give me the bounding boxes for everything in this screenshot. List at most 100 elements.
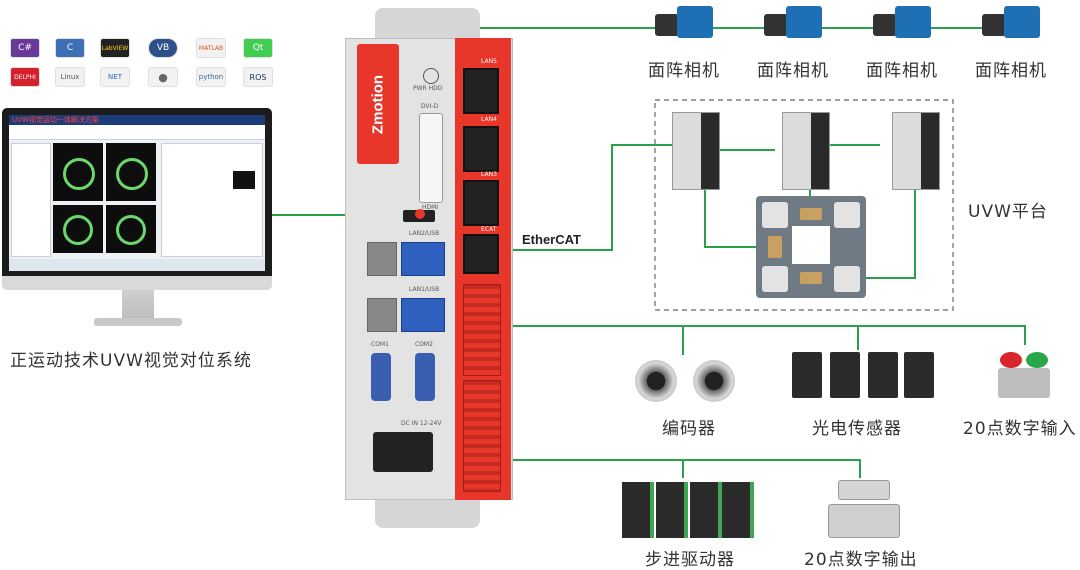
photo-sensor-1 <box>792 352 822 398</box>
com2-label: COM2 <box>415 341 433 348</box>
uvw-platform <box>756 196 866 298</box>
controller-brand-strip <box>357 44 399 164</box>
csharp-icon: C# <box>10 38 40 58</box>
stepper-drive-3 <box>690 482 722 538</box>
dotnet-icon: NET <box>100 67 130 87</box>
delphi-icon: DELPHI <box>10 67 40 87</box>
vision-view-1 <box>53 143 103 201</box>
lan3-port <box>463 180 499 226</box>
servo-drive-1 <box>672 112 720 190</box>
vision-view-4 <box>106 205 156 253</box>
wire-drive1-platform <box>704 190 775 248</box>
solenoid-valve <box>828 504 900 538</box>
vision-view-2 <box>106 143 156 201</box>
lan2-usb-label: LAN2/USB <box>409 230 440 237</box>
camera-label-3: 面阵相机 <box>866 61 938 81</box>
servo-drive-2 <box>782 112 830 190</box>
wire-inputs <box>484 325 1026 345</box>
cylinder <box>838 480 890 500</box>
camera-1 <box>655 0 717 44</box>
digital-input-label: 20点数字输入 <box>963 419 1077 439</box>
monitor-chin <box>2 276 272 290</box>
matlab-icon: MATLAB <box>196 38 226 58</box>
encoder-2 <box>693 360 735 402</box>
wire-ecat <box>478 144 672 251</box>
lan1-port <box>367 298 397 332</box>
usb-ports-lower <box>401 298 445 332</box>
monitor: UVW视觉运动一体解决方案 <box>2 108 272 330</box>
photo-sensor-4 <box>904 352 934 398</box>
stepper-drive-4 <box>722 482 754 538</box>
photo-sensor-3 <box>868 352 898 398</box>
lan3-label: LAN3 <box>481 171 497 178</box>
monitor-screen: UVW视觉运动一体解决方案 <box>9 115 265 271</box>
camera-label-4: 面阵相机 <box>975 61 1047 81</box>
dc-in-terminal <box>373 432 433 472</box>
vb-icon: VB <box>148 38 178 58</box>
photo-sensor-label: 光电传感器 <box>812 419 902 439</box>
photo-sensor-2 <box>830 352 860 398</box>
camera-2 <box>764 0 826 44</box>
stepper-drive-2 <box>656 482 688 538</box>
push-button-red <box>1000 352 1022 368</box>
qt-icon: Qt <box>243 38 273 58</box>
app-thumbnail <box>233 171 255 189</box>
app-title-bar <box>9 115 265 125</box>
lan1-usb-label: LAN1/USB <box>409 286 440 293</box>
digital-output-label: 20点数字输出 <box>804 550 918 570</box>
encoder-label: 编码器 <box>662 419 716 439</box>
labview-icon: LabVIEW <box>100 38 130 58</box>
controller: Zmotion PWR HDD DVI-D HDMI LAN2/USB LAN1… <box>345 8 515 528</box>
lan4-port <box>463 126 499 172</box>
ethercat-logo: EtherCAT <box>522 232 581 247</box>
wire-drive3-platform <box>855 190 916 279</box>
uvw-label: UVW平台 <box>968 202 1048 222</box>
io-terminal-lower <box>463 380 501 492</box>
ros-icon: ROS <box>243 67 273 87</box>
app-left-panel <box>11 143 51 257</box>
dc-in-label: DC IN 12-24V <box>401 420 442 427</box>
camera-label-2: 面阵相机 <box>757 61 829 81</box>
stepper-label: 步进驱动器 <box>645 550 735 570</box>
servo-drive-3 <box>892 112 940 190</box>
lan5-port <box>463 68 499 114</box>
uvw-dashed-box <box>654 99 954 311</box>
python-icon: python <box>196 67 226 87</box>
lan4-label: LAN4 <box>481 116 497 123</box>
wire-lan-cameras <box>477 22 1021 90</box>
app-toolbar <box>9 125 265 140</box>
io-terminal-upper <box>463 284 501 376</box>
hdmi-label: HDMI <box>422 204 439 211</box>
wire-outputs <box>484 459 861 478</box>
linux-icon: Linux <box>55 67 85 87</box>
push-button-base <box>998 368 1050 398</box>
hdmi-connector-mark <box>415 209 425 219</box>
led-labels: PWR HDD <box>413 85 443 92</box>
monitor-base <box>94 318 182 326</box>
app-title: UVW视觉运动一体解决方案 <box>12 116 99 124</box>
lan5-label: LAN5 <box>481 58 497 65</box>
app-status-bar <box>9 259 265 271</box>
dvi-port <box>419 113 443 203</box>
monitor-caption: 正运动技术UVW视觉对位系统 <box>10 351 252 371</box>
camera-label-1: 面阵相机 <box>648 61 720 81</box>
lan2-port <box>367 242 397 276</box>
encoder-1 <box>635 360 677 402</box>
com1-port <box>371 353 391 401</box>
push-button-green <box>1026 352 1048 368</box>
camera-4 <box>982 0 1044 44</box>
controller-mount-bottom <box>375 498 480 528</box>
stepper-drive-1 <box>622 482 654 538</box>
camera-3 <box>873 0 935 44</box>
ecat-label: ECAT <box>481 226 497 233</box>
usb-ports-upper <box>401 242 445 276</box>
app-right-panel <box>161 143 263 257</box>
monitor-stand <box>122 290 154 320</box>
controller-mount-top <box>375 8 480 38</box>
power-button[interactable] <box>423 68 439 84</box>
vision-view-3 <box>53 205 103 253</box>
ecat-port <box>463 234 499 274</box>
c-language-icon: C <box>55 38 85 58</box>
dvi-label: DVI-D <box>421 103 439 110</box>
